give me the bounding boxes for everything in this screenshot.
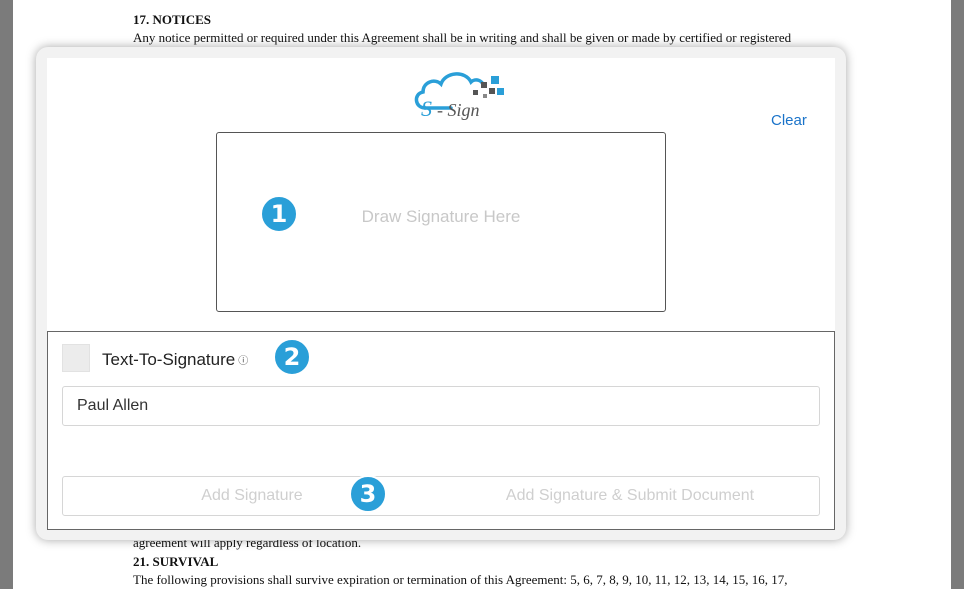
signature-placeholder: Draw Signature Here <box>361 207 521 226</box>
action-buttons: Add Signature Add Signature & Submit Doc… <box>62 476 820 516</box>
info-icon[interactable]: ⓘ <box>238 356 249 367</box>
s-sign-logo: S - Sign <box>414 72 504 121</box>
logo-text: - Sign <box>437 100 480 120</box>
clear-button[interactable]: Clear <box>771 112 807 129</box>
modal-content: S - Sign Clear Draw Signature Here 1 Tex… <box>47 58 835 530</box>
text-to-signature-label-text: Text-To-Signature <box>102 350 236 369</box>
section-17-text: Any notice permitted or required under t… <box>133 30 792 45</box>
add-signature-button[interactable]: Add Signature <box>63 477 441 515</box>
step-3-badge: 3 <box>349 475 387 513</box>
section-21-text: The following provisions shall survive e… <box>133 572 788 587</box>
add-signature-submit-button[interactable]: Add Signature & Submit Document <box>441 477 819 515</box>
signature-modal: S - Sign Clear Draw Signature Here 1 Tex… <box>36 47 846 540</box>
step-2-badge: 2 <box>273 338 311 376</box>
logo-letter: S <box>421 96 432 121</box>
section-17-heading: 17. NOTICES <box>133 12 212 27</box>
step-1-badge: 1 <box>260 195 298 233</box>
signer-name-input[interactable] <box>62 386 820 426</box>
section-21-heading: 21. SURVIVAL <box>133 554 219 569</box>
text-to-signature-checkbox[interactable] <box>62 344 90 372</box>
